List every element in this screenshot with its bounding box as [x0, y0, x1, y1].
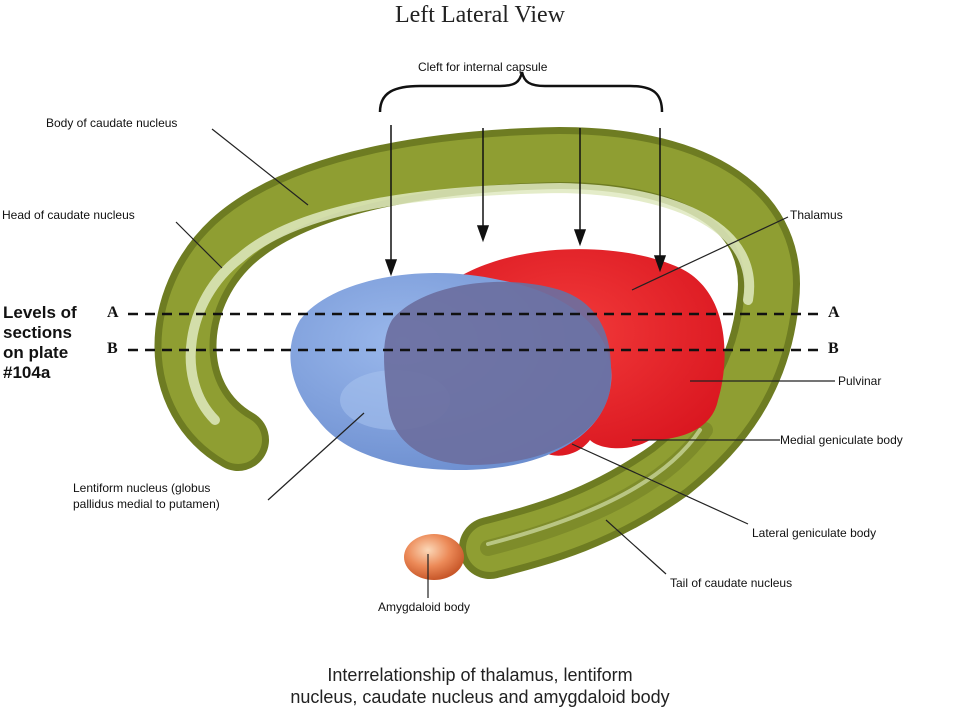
cleft-brace: [378, 71, 664, 113]
label-head-caudate-nucleus: Head of caudate nucleus: [2, 208, 135, 222]
thalamus-lentiform-overlap: [384, 281, 612, 465]
levels-of-sections-label: Levels of sections on plate #104a: [3, 303, 103, 383]
levels-line-4: #104a: [3, 363, 51, 382]
label-tail-caudate-nucleus: Tail of caudate nucleus: [670, 576, 793, 590]
caption-line-1: Interrelationship of thalamus, lentiform: [327, 665, 633, 685]
caudate-tail: [480, 422, 713, 556]
label-lateral-geniculate-body: Lateral geniculate body: [752, 526, 877, 540]
levels-line-2: sections: [3, 323, 72, 342]
label-thalamus: Thalamus: [790, 208, 843, 222]
levels-line-1: Levels of: [3, 303, 77, 322]
section-a-left-marker: A: [107, 304, 119, 321]
diagram-title: Left Lateral View: [394, 2, 566, 28]
cleft-arrows: [384, 125, 667, 277]
label-lentiform-nucleus-line1: Lentiform nucleus (globus: [73, 481, 211, 495]
section-a-right-marker: A: [828, 304, 840, 321]
label-amygdaloid-body: Amygdaloid body: [378, 600, 471, 614]
label-cleft-internal-capsule: Cleft for internal capsule: [418, 60, 548, 74]
leader-lines: [175, 128, 835, 598]
label-body-caudate-nucleus: Body of caudate nucleus: [46, 116, 178, 130]
label-medial-geniculate-body: Medial geniculate body: [780, 433, 903, 447]
levels-line-3: on plate: [3, 343, 69, 362]
amygdaloid-body: [404, 534, 464, 580]
caption-line-2: nucleus, caudate nucleus and amygdaloid …: [290, 687, 670, 707]
section-b-left-marker: B: [107, 340, 118, 357]
section-b-right-marker: B: [828, 340, 839, 357]
label-lentiform-nucleus-line2: pallidus medial to putamen): [73, 497, 220, 511]
figure-caption: Interrelationship of thalamus, lentiform…: [180, 664, 780, 708]
label-pulvinar: Pulvinar: [838, 374, 882, 388]
